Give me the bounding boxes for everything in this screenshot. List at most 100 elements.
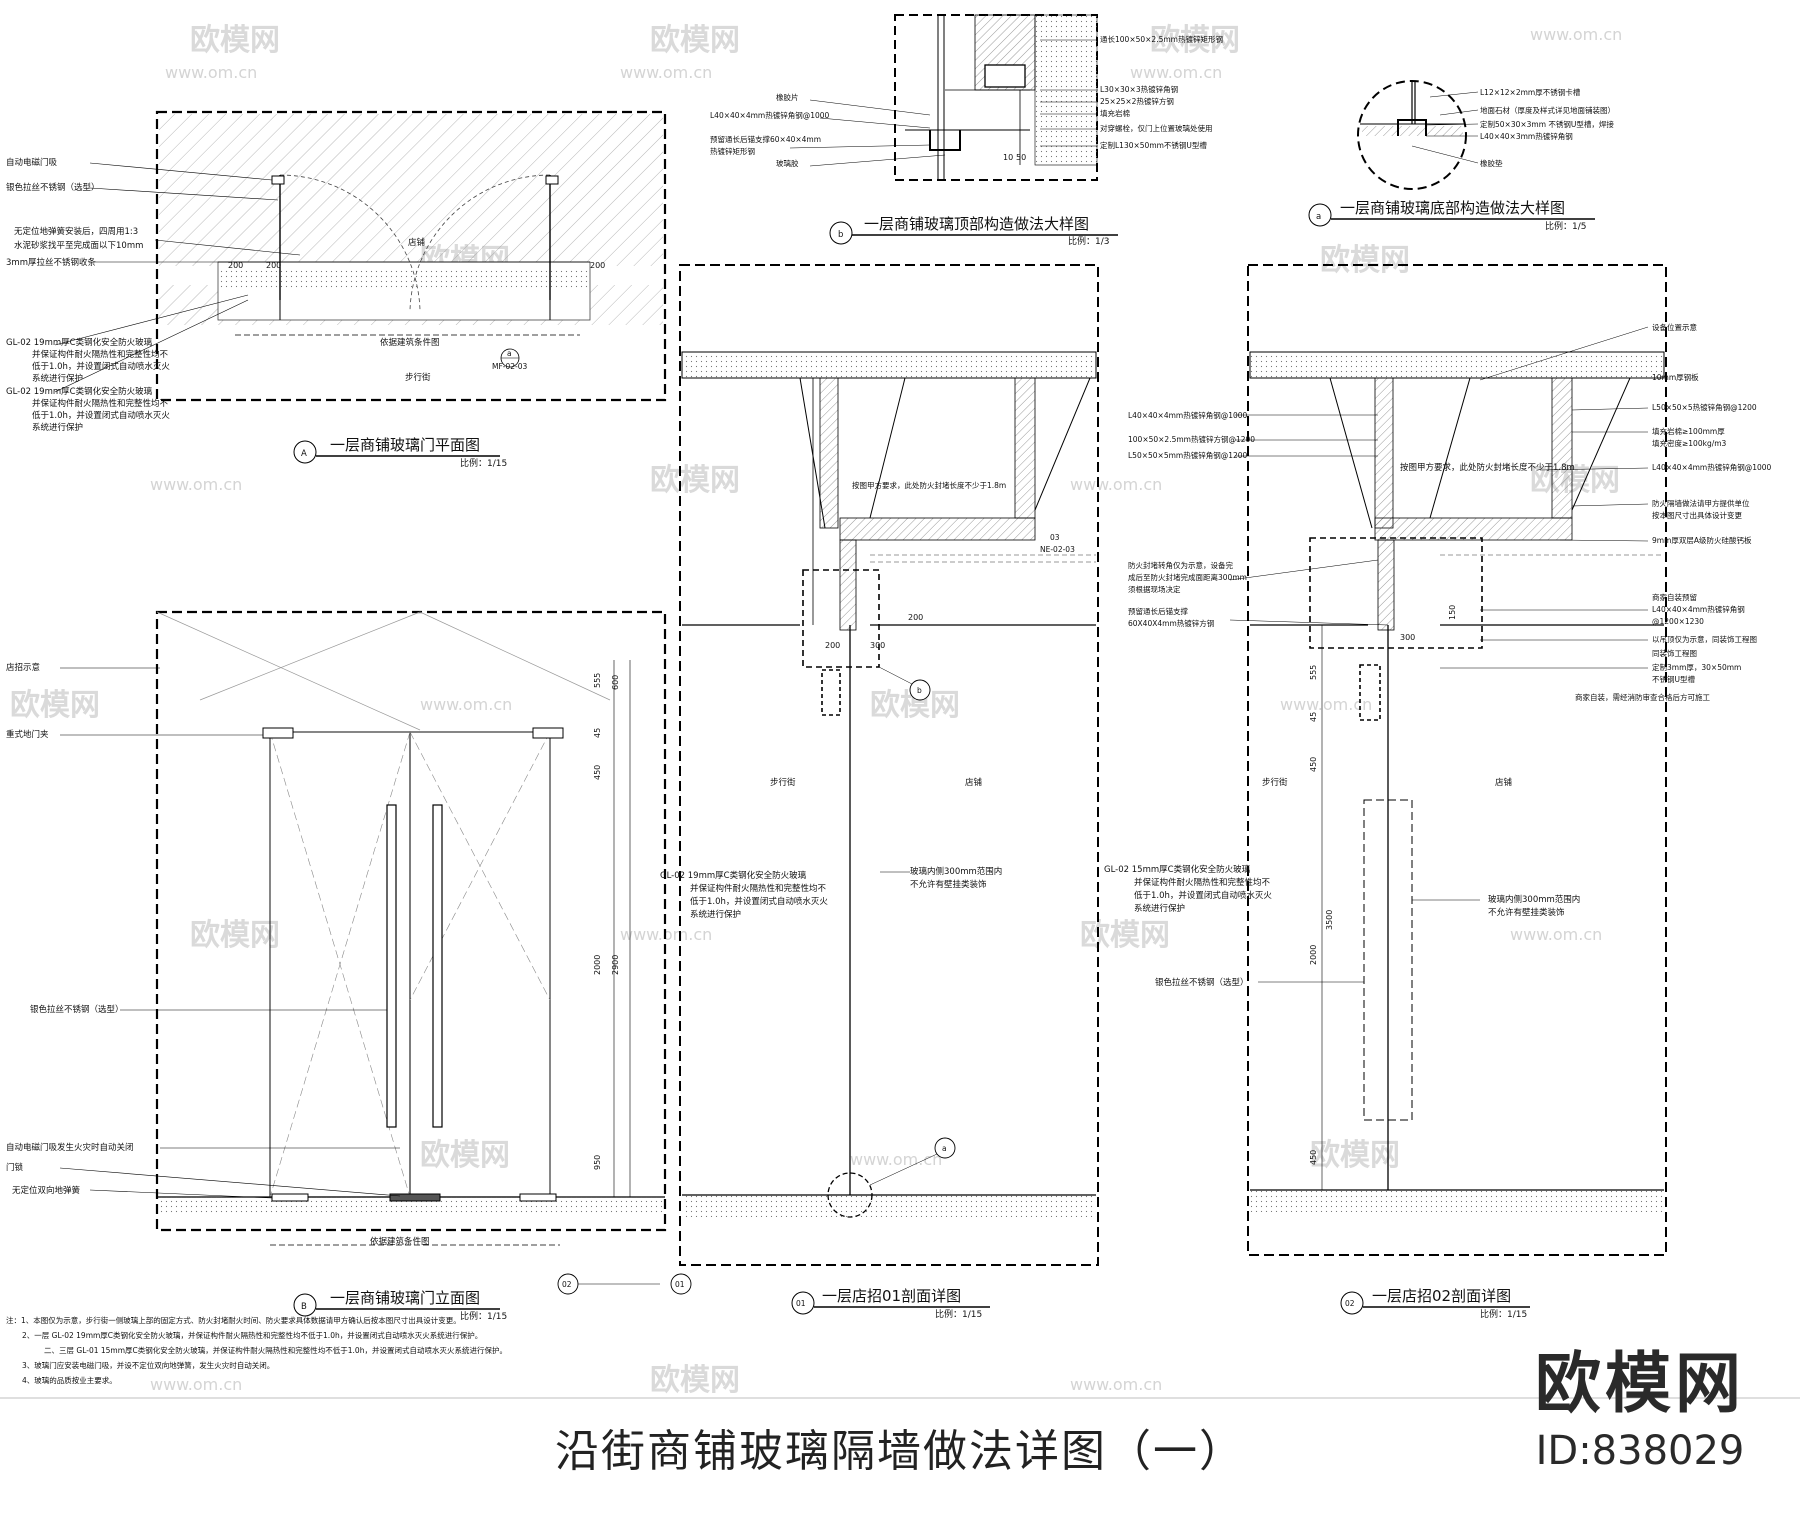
watermark: 欧模网 (10, 688, 100, 723)
brand-name: 欧模网 (1535, 1345, 1745, 1422)
detail-a-note: 橡胶垫 (1480, 158, 1503, 168)
watermark-url: www.om.cn (850, 1150, 942, 1169)
dim: 450 (593, 765, 602, 780)
dim: 45 (593, 728, 602, 738)
s01-glass: 系统进行保护 (690, 909, 741, 920)
view-title: 一层商铺玻璃顶部构造做法大样图 (864, 215, 1089, 233)
dim: 555 (593, 673, 602, 688)
detail-b-note: 热镀锌矩形钢 (710, 146, 755, 156)
plan-note: 系统进行保护 (32, 373, 83, 384)
detail-b-dim: 10 (1003, 153, 1013, 162)
s02-left-notes: L40×40×4mm热镀锌角钢@1000 100×50×2.5mm热镀锌方钢@1… (1128, 410, 1255, 628)
watermark: 欧模网 (190, 918, 280, 953)
detail-b-note: 玻璃胶 (776, 158, 799, 168)
detail-b-note: 定制L130×50mm不锈钢U型槽 (1100, 140, 1207, 150)
s02-note: 同装饰工程图 (1652, 648, 1697, 658)
s01-glass: 低于1.0h，并设置闭式自动喷水灭火 (690, 896, 828, 907)
plan-label-shop: 店铺 (408, 237, 426, 248)
view-marker: b (838, 230, 843, 240)
dim: 600 (611, 675, 620, 690)
watermark-url: www.om.cn (1130, 63, 1222, 82)
general-note: 2、一层 GL-02 19mm厚C类钢化安全防火玻璃，并保证构件耐火隔热性和完整… (22, 1330, 482, 1340)
s02-note: 商家自装，需经消防审查合格后方可施工 (1575, 692, 1710, 702)
watermark: 欧模网 (1310, 1138, 1400, 1173)
view-marker: 01 (796, 1299, 806, 1308)
plan-note: 系统进行保护 (32, 422, 83, 433)
s01-note: 60X40X4mm热镀锌方钢 (1128, 618, 1214, 628)
s01-ref-circle: b (917, 686, 922, 695)
s02-glass: GL-02 15mm厚C类钢化安全防火玻璃 (1104, 864, 1251, 875)
view-scale: 比例：1/3 (1068, 235, 1110, 247)
s01-note: 100×50×2.5mm热镀锌方钢@1200 (1128, 434, 1255, 444)
elev-ref: 01 (675, 1280, 685, 1289)
watermark-url: www.om.cn (150, 475, 242, 494)
detail-a-note: L40×40×3mm热镀锌角钢 (1480, 131, 1573, 141)
s01-glass-note: 不允许有壁挂类装饰 (910, 879, 987, 890)
view-scale: 比例：1/15 (935, 1308, 982, 1320)
s01-glass: GL-02 19mm厚C类钢化安全防火玻璃 (660, 870, 807, 881)
watermark-url: www.om.cn (1280, 695, 1372, 714)
watermark-url: www.om.cn (1070, 475, 1162, 494)
watermark: 欧模网 (420, 1138, 510, 1173)
watermark: 欧模网 (650, 1363, 740, 1398)
brand-block: 欧模网 ID:838029 (1500, 1330, 1780, 1474)
s01-note: 成后至防火封堵完成面距离300mm (1128, 572, 1247, 582)
detail-b-note: 对穿螺栓，仅门上位置玻璃处使用 (1100, 123, 1213, 133)
s02-note: 不锈钢U型槽 (1652, 674, 1695, 684)
plan-note: 自动电磁门吸 (6, 157, 58, 168)
watermark: 欧模网 (190, 23, 280, 58)
plan-dim: 200 (228, 261, 243, 270)
elev-ref: 02 (562, 1280, 572, 1289)
plan-basis: 依据建筑条件图 (380, 337, 440, 348)
elev-note: 店招示意 (6, 662, 40, 673)
s02-note: 商家自装预留 (1652, 592, 1697, 602)
general-notes: 注：1、本图仅为示意，步行街一侧玻璃上部的固定方式、防火封堵耐火时间、防火要求具… (6, 1315, 507, 1385)
s01-ref-circle: a (942, 1144, 947, 1153)
s02-note: 填充密度≥100kg/m3 (1652, 438, 1727, 448)
watermark: 欧模网 (1320, 243, 1410, 278)
s01-ref: 03 (1050, 533, 1060, 542)
s02-glass: 并保证构件耐火隔热性和完整性均不 (1134, 877, 1271, 888)
elev-note: 重式地门夹 (6, 729, 49, 740)
plan-note: GL-02 19mm厚C类钢化安全防火玻璃 (6, 337, 153, 348)
detail-b-note: 通长100×50×2.5mm热镀锌矩形钢 (1100, 34, 1223, 44)
s02-note: 填充岩棉≥100mm厚 (1652, 426, 1725, 436)
s02-glass-note: 不允许有壁挂类装饰 (1488, 907, 1565, 918)
watermark-url: www.om.cn (420, 695, 512, 714)
s02-label-street: 步行街 (1262, 777, 1288, 788)
section-01: 按图甲方要求，此处防火封堵长度不少于1.8m 03 NE-02-03 步行街 店… (660, 264, 1099, 1320)
s01-dim: 200 (825, 641, 840, 650)
view-scale: 比例：1/15 (460, 457, 507, 469)
detail-a-note: 定制50×30×3mm 不锈钢U型槽，焊接 (1480, 119, 1614, 129)
s01-note: L40×40×4mm热镀锌角钢@1000 (1128, 410, 1248, 420)
view-marker: a (1316, 212, 1321, 222)
s02-note: 10mm厚钢板 (1652, 372, 1699, 382)
detail-bottom-a: L12×12×2mm厚不锈钢卡槽 地面石材（厚度及样式详见地面铺装图） 定制50… (1308, 80, 1615, 232)
s02-note: 9mm厚双层A级防火硅酸钙板 (1652, 535, 1752, 545)
watermark: 欧模网 (650, 463, 740, 498)
watermark-url: www.om.cn (150, 1375, 242, 1394)
s01-glass: 并保证构件耐火隔热性和完整性均不 (690, 883, 827, 894)
watermark-url: www.om.cn (620, 925, 712, 944)
view-title: 一层店招01剖面详图 (822, 1287, 961, 1305)
general-note: 二、三层 GL-01 15mm厚C类钢化安全防火玻璃，并保证构件耐火隔热性和完整… (44, 1345, 507, 1355)
elev-dims: 555 600 45 450 2000 2900 950 (593, 673, 620, 1170)
s02-note: 银色拉丝不锈钢（选型） (1155, 977, 1249, 988)
detail-b-note: 25×25×2热镀锌方钢 (1100, 96, 1174, 106)
watermark-url: www.om.cn (165, 63, 257, 82)
s02-dim: 2000 (1309, 945, 1318, 965)
plan-dim: 200 (590, 261, 605, 270)
s02-dim: 300 (1400, 633, 1415, 642)
dim: 2900 (611, 955, 620, 975)
s02-dim: 555 (1309, 665, 1318, 680)
s01-label-street: 步行街 (770, 777, 796, 788)
s02-glass: 低于1.0h，并设置闭式自动喷水灭火 (1134, 890, 1272, 901)
view-marker: 02 (1345, 1299, 1355, 1308)
dim: 950 (593, 1155, 602, 1170)
s01-note: L50×50×5mm热镀锌角钢@1200 (1128, 450, 1248, 460)
plan-note: GL-02 19mm厚C类钢化安全防火玻璃 (6, 386, 153, 397)
plan-dim: 200 (266, 261, 281, 270)
s02-fire-note: 按图甲方要求，此处防火封堵长度不少于1.8m (1400, 462, 1575, 473)
elev-note: 门锁 (6, 1162, 24, 1173)
watermark: 欧模网 (650, 23, 740, 58)
